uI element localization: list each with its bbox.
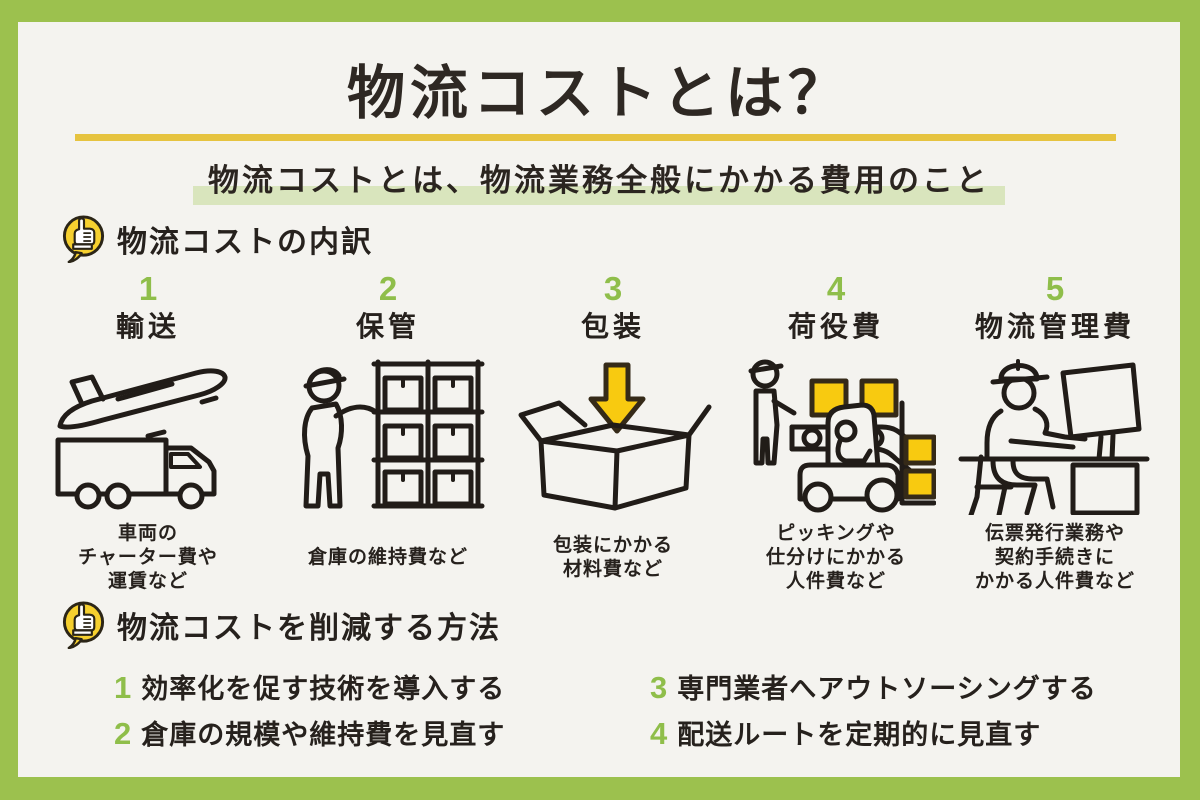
description-line: 車両の: [117, 523, 178, 544]
reduction-item: 1 効率化を促す技術を導入する: [114, 667, 505, 706]
subtitle-row: 物流コストとは、物流業務全般にかかる費用のこと: [18, 155, 1180, 205]
description-line: 材料費など: [562, 559, 663, 580]
truck-airplane-icon: [43, 348, 253, 514]
item-number: 2: [378, 270, 398, 307]
item-description: 包装にかかる 材料費など: [553, 514, 673, 602]
description-line: 包装にかかる: [552, 535, 673, 556]
breakdown-heading-row: 物流コストの内訳: [60, 214, 373, 263]
description-line: 運賃など: [107, 571, 188, 592]
page-title: 物流コストとは？: [346, 61, 851, 126]
packing-box-arrow-icon: [508, 348, 718, 514]
description-line: 契約手続きに: [994, 547, 1115, 568]
item-number: 1: [138, 270, 158, 307]
description-line: 人件費など: [785, 571, 886, 592]
item-description: 車両の チャーター費や 運賃など: [78, 514, 218, 602]
item-number: 5: [1045, 270, 1065, 307]
cost-item-management: 5 物流管理費: [940, 270, 1170, 602]
description-line: 倉庫の維持費など: [307, 547, 468, 568]
item-text: 配送ルートを定期的に見直す: [677, 720, 1042, 750]
item-description: 伝票発行業務や 契約手続きに かかる人件費など: [975, 514, 1135, 602]
item-number: 4: [650, 716, 668, 751]
item-title: 保管: [355, 311, 420, 342]
item-text: 倉庫の規模や維持費を見直す: [141, 720, 506, 750]
item-title: 物流管理費: [974, 311, 1135, 342]
page-subtitle: 物流コストとは、物流業務全般にかかる費用のこと: [193, 155, 1005, 205]
conveyor-forklift-icon: [731, 348, 941, 514]
description-line: 伝票発行業務や: [984, 523, 1125, 544]
item-number: 3: [650, 670, 668, 705]
cost-item-handling: 4 荷役費: [721, 270, 951, 602]
cost-item-packaging: 3 包装 包装にかかる 材料費など: [498, 270, 728, 602]
content-area: 物流コストとは？ 物流コストとは、物流業務全般にかかる費用のこと 物流コストの内…: [18, 22, 1180, 777]
reduction-item: 3 専門業者へアウトソーシングする: [650, 667, 1097, 706]
reduction-item: 2 倉庫の規模や維持費を見直す: [114, 713, 505, 752]
item-description: 倉庫の維持費など: [308, 514, 468, 602]
item-title: 荷役費: [787, 311, 884, 342]
cost-item-storage: 2 保管: [273, 270, 503, 602]
cost-item-transport: 1 輸送 車両の チャーター費や 運賃など: [33, 270, 263, 602]
description-line: ピッキングや: [776, 523, 896, 544]
breakdown-heading: 物流コストの内訳: [117, 225, 373, 259]
title-underline: [75, 134, 1116, 141]
item-number: 3: [603, 270, 623, 307]
pointing-finger-icon: [62, 215, 105, 263]
pointing-finger-icon: [62, 601, 105, 649]
reduction-item: 4 配送ルートを定期的に見直す: [650, 713, 1041, 752]
description-line: チャーター費や: [78, 547, 218, 568]
reduction-heading: 物流コストを削減する方法: [117, 611, 501, 645]
item-number: 2: [114, 716, 132, 751]
description-line: かかる人件費など: [974, 571, 1135, 592]
item-text: 効率化を促す技術を導入する: [141, 674, 506, 704]
item-number: 1: [114, 670, 132, 705]
breakdown-columns: 1 輸送 車両の チャーター費や 運賃など: [18, 270, 1180, 605]
item-title: 輸送: [115, 311, 180, 342]
description-line: 仕分けにかかる: [765, 547, 906, 568]
reduction-heading-row: 物流コストを削減する方法: [60, 600, 501, 649]
desk-worker-icon: [950, 348, 1160, 515]
item-number: 4: [826, 270, 846, 307]
item-title: 包装: [580, 311, 645, 342]
item-text: 専門業者へアウトソーシングする: [677, 674, 1097, 704]
warehouse-shelf-icon: [283, 348, 493, 514]
item-description: ピッキングや 仕分けにかかる 人件費など: [766, 514, 906, 602]
